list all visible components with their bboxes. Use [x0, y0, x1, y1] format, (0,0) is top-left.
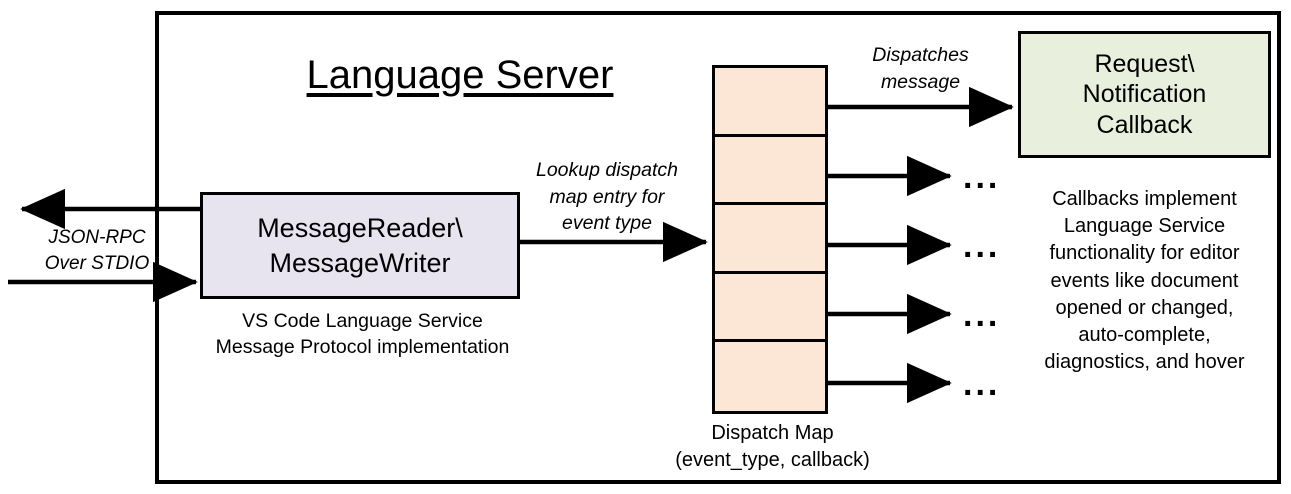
dispatch-map-cell-3[interactable]: [715, 205, 825, 274]
dispatches-message-edge-label: Dispatches message: [872, 44, 969, 93]
diagram-title: Language Server: [306, 53, 614, 97]
jsonrpc-channel-label: JSON-RPC Over STDIO: [44, 227, 150, 275]
message-reader-writer-caption: VS Code Language Service Message Protoco…: [215, 310, 510, 359]
dispatch-target-ellipsis-4: ...: [963, 296, 1001, 334]
request-notification-callback-label: Request\ Notification Callback: [1082, 49, 1207, 139]
dispatch-map-cell-1[interactable]: [715, 68, 825, 137]
callback-caption: Callbacks implement Language Service fun…: [1044, 188, 1245, 374]
dispatch-map-caption: Dispatch Map (event_type, callback): [675, 422, 870, 471]
dispatch-map-cell-5[interactable]: [715, 342, 825, 411]
lookup-dispatch-edge-label: Lookup dispatch map entry for event type: [535, 159, 679, 235]
dispatch-map-table[interactable]: [712, 65, 828, 414]
dispatch-target-ellipsis-5: ...: [963, 365, 1001, 403]
dispatch-target-ellipsis-2: ...: [963, 158, 1001, 196]
dispatch-map-cell-4[interactable]: [715, 274, 825, 343]
message-reader-writer-label: MessageReader\ MessageWriter: [257, 213, 463, 278]
request-notification-callback-box[interactable]: Request\ Notification Callback: [1018, 31, 1271, 158]
message-reader-writer-box[interactable]: MessageReader\ MessageWriter: [200, 192, 520, 299]
language-server-boundary: [155, 11, 1281, 484]
dispatch-map-cell-2[interactable]: [715, 137, 825, 206]
dispatch-target-ellipsis-3: ...: [963, 227, 1001, 265]
